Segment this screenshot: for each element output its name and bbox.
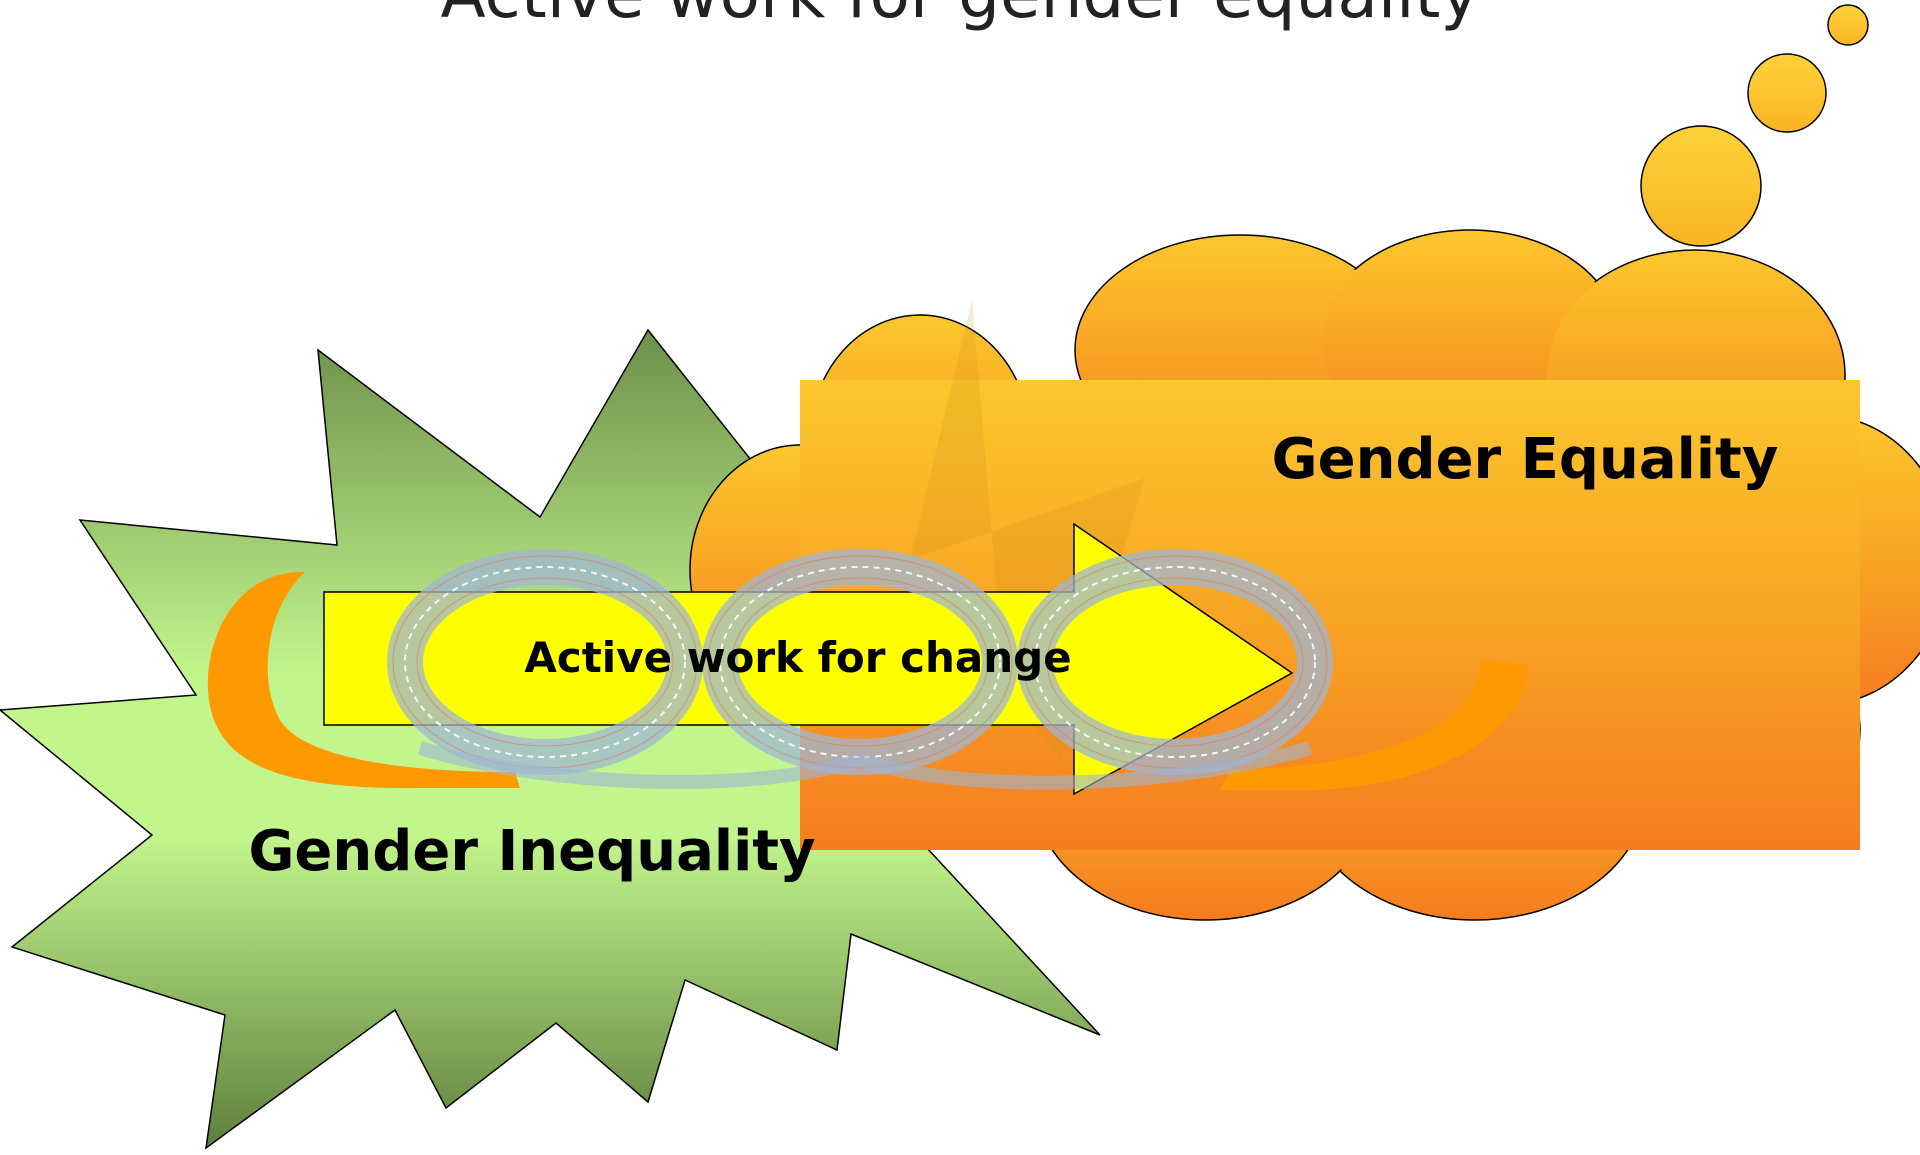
left-swirl-accent [207, 571, 520, 789]
swirl-ring-1 [387, 549, 703, 775]
slide-title: Active work for gender equality [0, 0, 1920, 28]
thought-bubble-large [1640, 125, 1762, 247]
arrow-label: Active work for change [524, 633, 1071, 682]
thought-bubble-medium [1747, 53, 1827, 133]
thought-bubbles [1640, 4, 1869, 247]
right-swirl-accent [1220, 660, 1528, 790]
swirl-rings [387, 549, 1333, 790]
swirl-base-loop [417, 741, 1312, 790]
thought-bubble-small [1827, 4, 1869, 46]
equality-label: Gender Equality [1272, 427, 1779, 492]
inequality-label: Gender Inequality [248, 819, 815, 884]
